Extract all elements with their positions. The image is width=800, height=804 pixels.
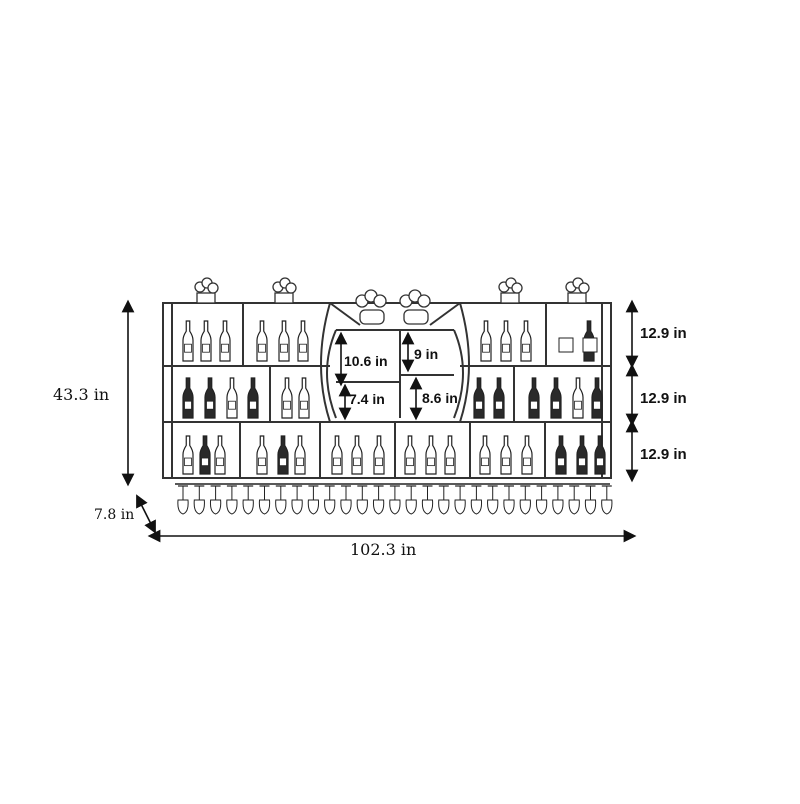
- bottles-group: [182, 320, 606, 475]
- glass-26: [601, 485, 613, 515]
- glass-12: [372, 485, 385, 515]
- glass-24: [568, 485, 580, 515]
- bottle-2: [219, 320, 231, 362]
- plant-4: [399, 289, 431, 325]
- bottle-23: [199, 435, 211, 475]
- jar-0: [558, 337, 574, 353]
- glass-19: [487, 485, 499, 515]
- glass-8: [307, 485, 320, 515]
- bottle-8: [520, 320, 532, 362]
- bottle-16: [473, 377, 485, 419]
- glass-14: [405, 485, 417, 515]
- glass-0: [177, 485, 189, 515]
- bottle-22: [182, 435, 194, 475]
- glass-3: [226, 485, 238, 515]
- glass-10: [340, 485, 352, 515]
- glass-18: [470, 485, 483, 515]
- plant-5: [498, 277, 523, 304]
- bottle-0: [182, 320, 194, 362]
- bottle-11: [204, 377, 216, 419]
- depth-arrow: [136, 494, 156, 534]
- glass-25: [584, 485, 597, 515]
- bottle-34: [479, 435, 491, 475]
- glass-16: [438, 485, 450, 515]
- plant-2: [272, 277, 297, 304]
- bottle-12: [226, 377, 238, 419]
- glass-22: [535, 485, 548, 515]
- bottle-36: [521, 435, 533, 475]
- glass-1: [193, 485, 205, 515]
- bottle-19: [550, 377, 562, 419]
- glass-11: [356, 485, 368, 515]
- bottle-14: [281, 377, 293, 419]
- plant-6: [565, 277, 590, 304]
- glass-7: [291, 485, 303, 515]
- bottle-1: [200, 320, 212, 362]
- glass-15: [421, 485, 434, 515]
- shelf-height-label-2: 12.9 in: [640, 390, 687, 407]
- bottle-28: [331, 435, 343, 475]
- glass-5: [258, 485, 271, 515]
- overall-height-label: 43.3 in: [53, 385, 110, 404]
- center-upper-left-label: 10.6 in: [344, 353, 388, 369]
- center-lower-left-label: 7.4 in: [349, 391, 385, 407]
- shelf-height-label-1: 12.9 in: [640, 325, 687, 342]
- bottle-33: [444, 435, 456, 475]
- bottle-10: [182, 377, 194, 419]
- depth-label: 7.8 in: [94, 507, 135, 523]
- bottle-39: [594, 435, 606, 475]
- bottle-32: [425, 435, 437, 475]
- center-lower-right-label: 8.6 in: [422, 390, 458, 406]
- overall-width-label: 102.3 in: [350, 540, 417, 559]
- bottle-5: [297, 320, 309, 362]
- bottle-21: [591, 377, 603, 419]
- bottle-15: [298, 377, 310, 419]
- bottle-26: [277, 435, 289, 475]
- bottle-13: [247, 377, 259, 419]
- glass-4: [242, 485, 254, 515]
- plant-3: [355, 289, 387, 325]
- dimension-arrows: [121, 299, 639, 543]
- bottle-38: [576, 435, 588, 475]
- bottle-20: [572, 377, 584, 419]
- glass-13: [389, 485, 401, 515]
- glass-2: [209, 485, 222, 515]
- center-oval-frame: [320, 302, 470, 423]
- bottle-25: [256, 435, 268, 475]
- bottle-31: [404, 435, 416, 475]
- glass-23: [552, 485, 564, 515]
- bottle-18: [528, 377, 540, 419]
- bottle-37: [555, 435, 567, 475]
- glass-9: [324, 485, 336, 515]
- bottle-7: [500, 320, 512, 362]
- potted-plants: [194, 277, 590, 325]
- glass-6: [275, 485, 287, 515]
- plant-1: [194, 277, 219, 304]
- hanging-glasses-group: [175, 483, 613, 515]
- bottle-30: [373, 435, 385, 475]
- bottle-35: [500, 435, 512, 475]
- glass-21: [519, 485, 531, 515]
- bottle-27: [294, 435, 306, 475]
- center-upper-right-label: 9 in: [414, 346, 439, 362]
- bottle-4: [278, 320, 290, 362]
- bottle-17: [493, 377, 505, 419]
- bottle-6: [480, 320, 492, 362]
- jar-1: [582, 337, 598, 353]
- shelf-height-label-3: 12.9 in: [640, 446, 687, 463]
- bottle-24: [214, 435, 226, 475]
- bottle-3: [256, 320, 268, 362]
- bottle-29: [351, 435, 363, 475]
- glass-17: [454, 485, 466, 515]
- rack-frame: [162, 302, 612, 479]
- glass-20: [503, 485, 515, 515]
